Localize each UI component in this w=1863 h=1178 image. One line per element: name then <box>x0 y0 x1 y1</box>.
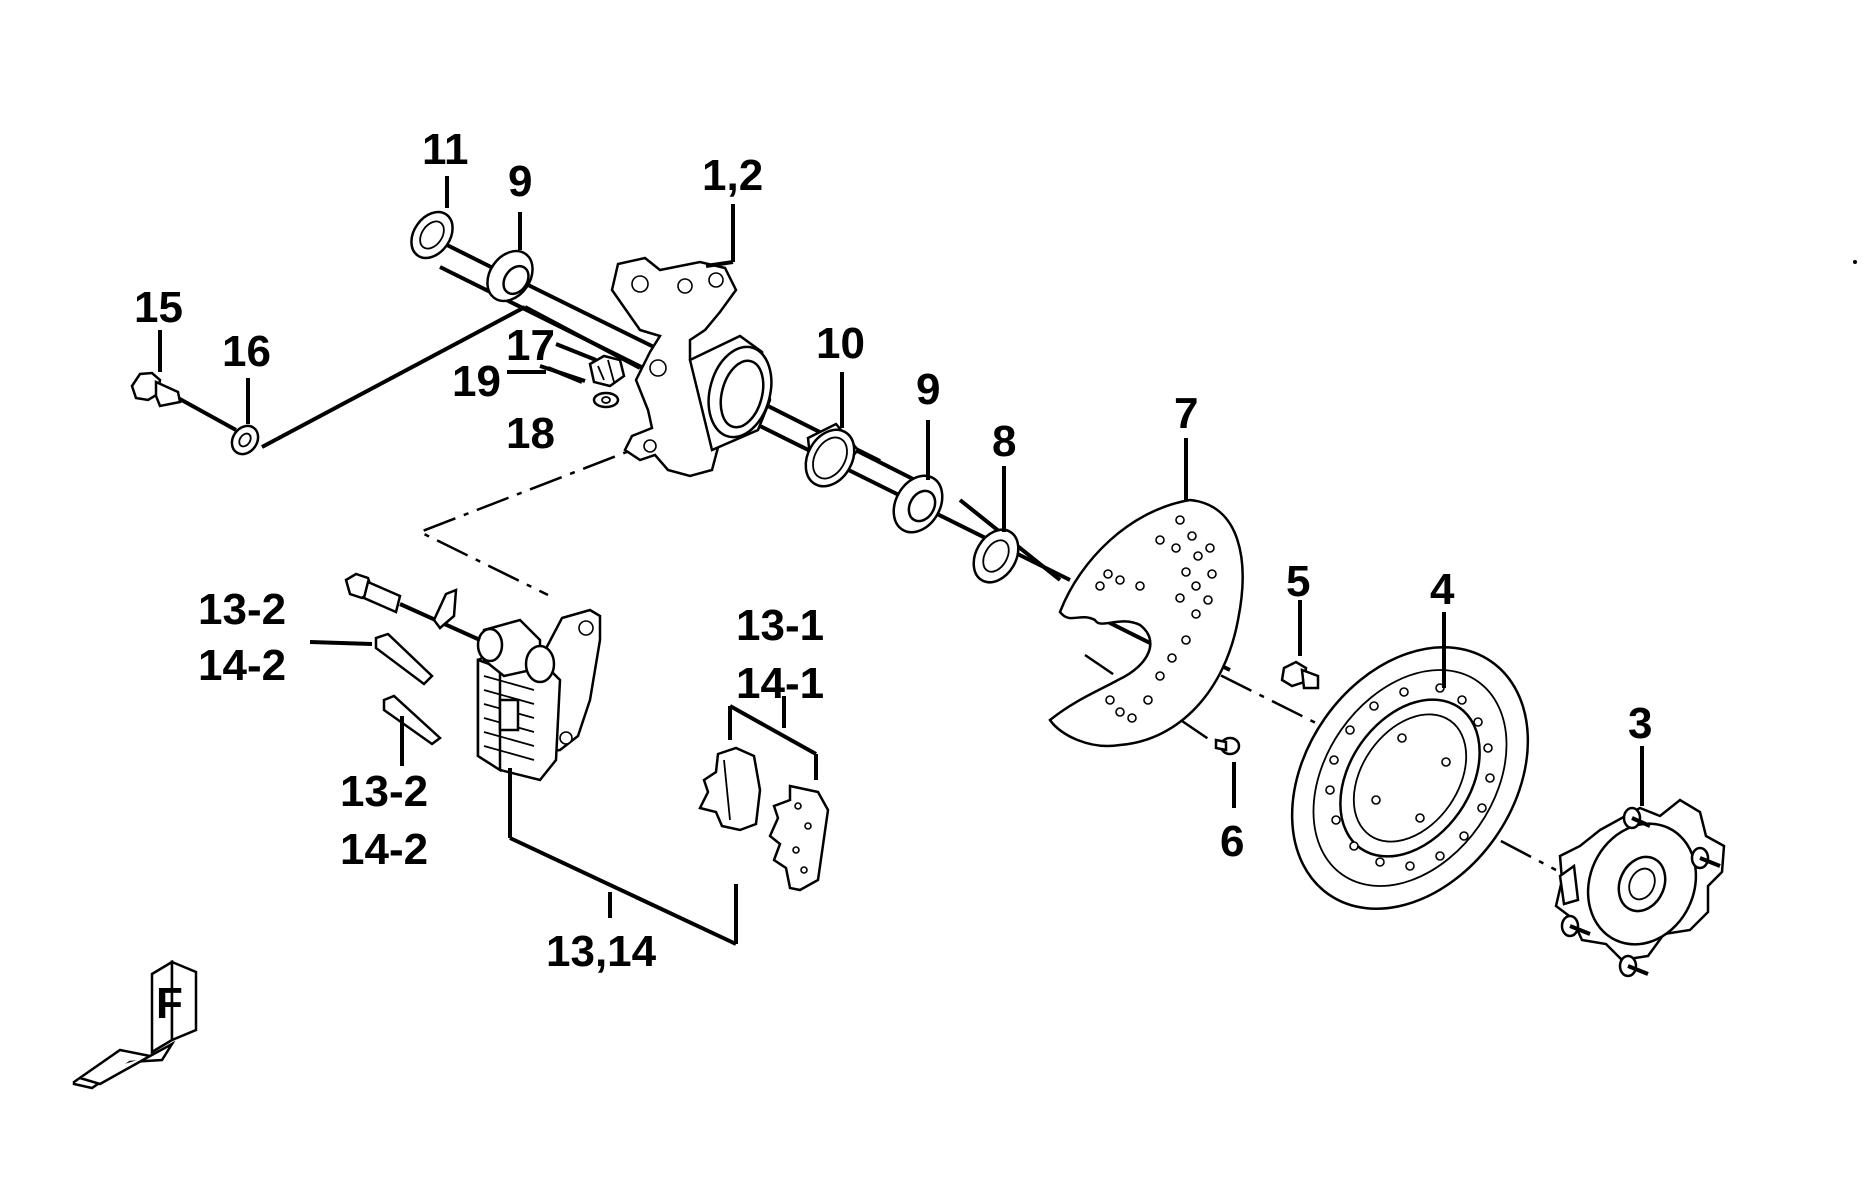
caliper-pin-13-2-b <box>382 694 442 746</box>
callout-9-upper: 9 <box>508 157 532 206</box>
callout-9-lower: 9 <box>916 365 940 414</box>
caliper-cooling-fins <box>483 675 535 761</box>
wheel-hub-3 <box>1554 798 1726 978</box>
brake-pad-inner <box>698 746 762 832</box>
callout-5: 5 <box>1286 557 1310 606</box>
spacer-collar-10 <box>804 422 860 488</box>
brake-caliper-13-14 <box>476 608 602 782</box>
brake-pad-outer <box>768 784 830 892</box>
callout-8: 8 <box>992 417 1016 466</box>
caliper-pin-upper <box>432 588 458 630</box>
wheel-studs <box>1560 806 1721 978</box>
callout-10: 10 <box>816 319 865 368</box>
callout-15: 15 <box>134 283 183 332</box>
callout-18: 18 <box>506 409 555 458</box>
oil-seal-8 <box>972 528 1020 584</box>
washer-16 <box>230 424 260 456</box>
callout-14-1: 14-1 <box>736 659 824 708</box>
callout-6: 6 <box>1220 817 1244 866</box>
bearing-9-upper <box>486 249 534 303</box>
front-direction-letter: F <box>156 979 183 1028</box>
shield-vent-holes <box>1095 515 1217 723</box>
callout-14-2-lower: 14-2 <box>340 825 428 874</box>
callout-19: 19 <box>452 357 501 406</box>
castle-nut-17 <box>588 354 626 388</box>
callout-14-2-upper: 14-2 <box>198 641 286 690</box>
callout-leader-lines <box>158 176 1644 946</box>
steering-knuckle-1-2 <box>610 256 773 478</box>
callout-11: 11 <box>422 125 469 174</box>
callout-7: 7 <box>1174 389 1198 438</box>
callout-1-2: 1,2 <box>702 151 763 200</box>
front-direction-arrow-icon: F <box>72 959 198 1090</box>
bearing-9-lower <box>892 474 944 534</box>
brake-disc-4 <box>1290 646 1530 910</box>
callout-13-2-upper: 13-2 <box>198 585 286 634</box>
dust-shield-plate-7 <box>1048 498 1244 748</box>
cotter-pin-19 <box>547 366 583 384</box>
bleeder-valve <box>344 572 481 642</box>
banjo-bolt-15 <box>130 371 182 408</box>
callout-4: 4 <box>1430 565 1455 614</box>
callout-13-14: 13,14 <box>546 927 657 976</box>
edge-dot <box>1853 260 1857 264</box>
callout-labels: 11 9 1,2 15 16 17 19 18 10 9 8 7 5 4 3 6… <box>134 125 1652 976</box>
callout-13-1: 13-1 <box>736 601 824 650</box>
disc-vent-holes <box>1325 683 1495 871</box>
callout-13-2-lower: 13-2 <box>340 767 428 816</box>
callout-16: 16 <box>222 327 271 376</box>
washer-18 <box>592 391 620 409</box>
disc-bolt-5 <box>1280 660 1320 690</box>
callout-17: 17 <box>506 321 555 370</box>
callout-3: 3 <box>1628 699 1652 748</box>
oil-seal-11 <box>410 210 454 260</box>
shield-screw-6 <box>1214 736 1241 756</box>
caliper-pin-13-2-a <box>374 632 434 686</box>
